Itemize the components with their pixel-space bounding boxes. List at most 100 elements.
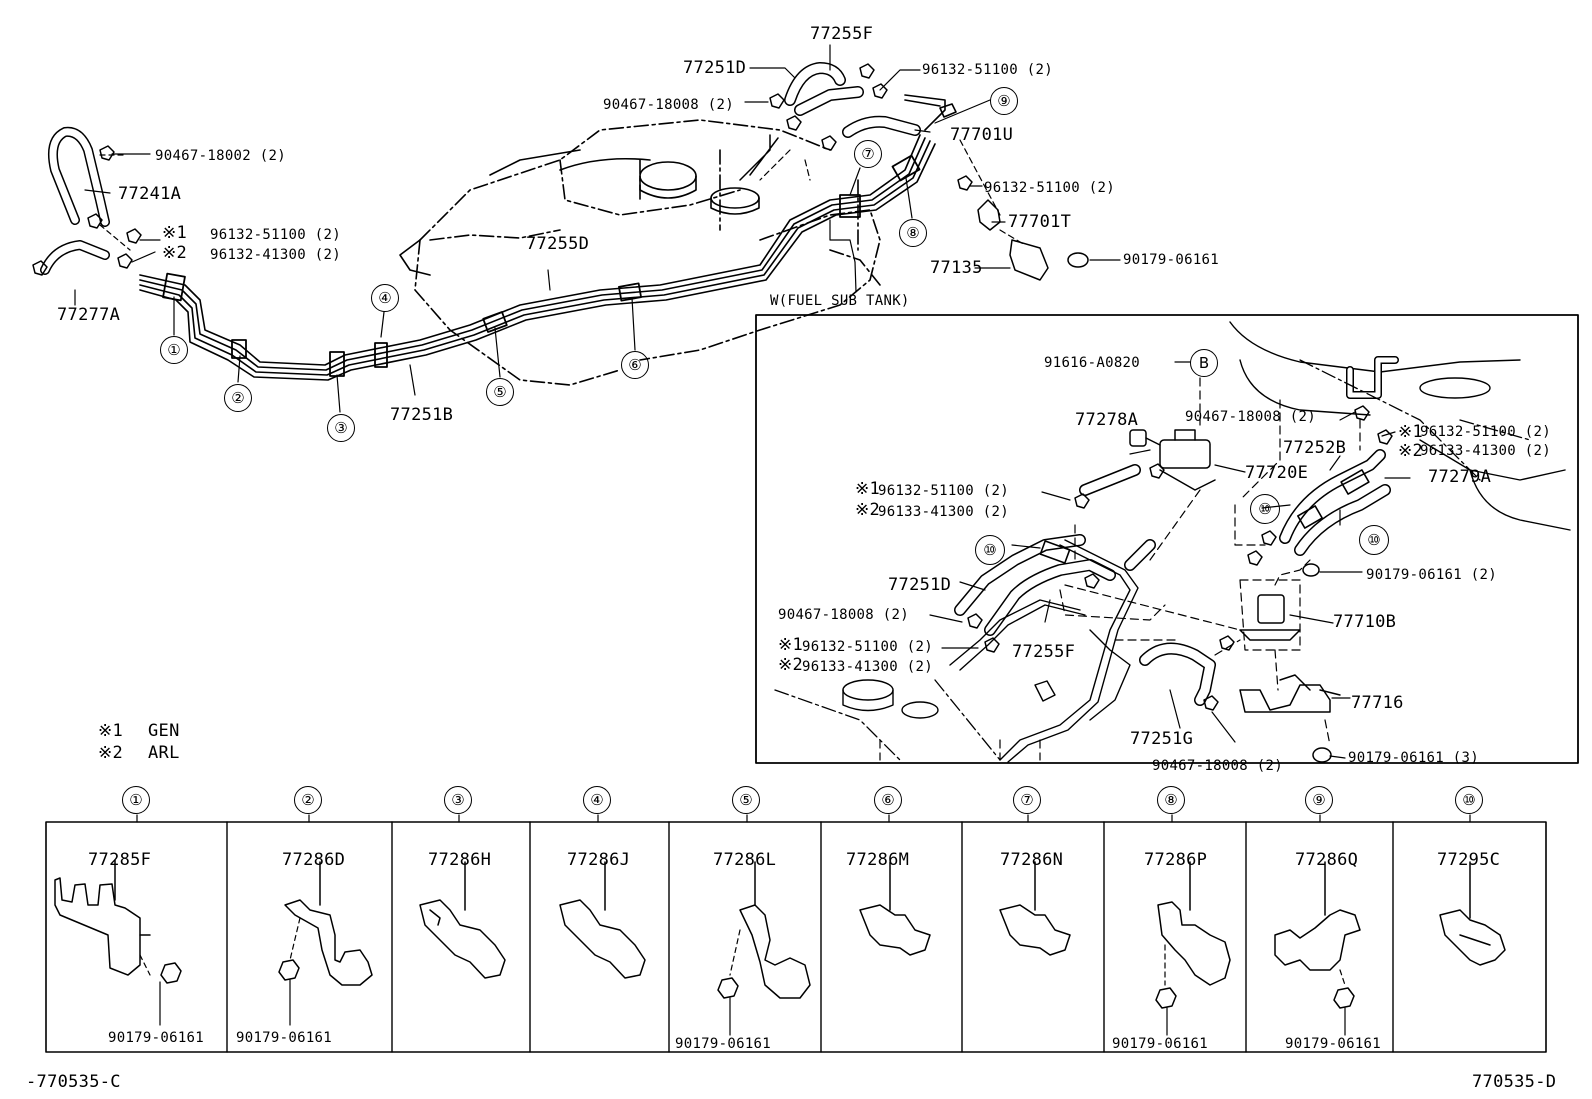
part-label-77251G: 77251G <box>1130 729 1194 749</box>
left-hoses <box>40 126 131 306</box>
main-fuel-lines <box>139 134 936 381</box>
valve-parts <box>977 199 1089 281</box>
part-label-90467-18002: 90467-18002 (2) <box>155 148 286 164</box>
panel-1-number: ① <box>122 786 150 814</box>
part-label-96133-41300-r: 96133-41300 (2) <box>1420 443 1551 459</box>
inset-tank <box>1229 321 1571 531</box>
footer-code-left: -770535-C <box>26 1072 121 1092</box>
part-label-inset-77255F: 77255F <box>1012 642 1076 662</box>
inset-mark-2-l: ※2 <box>855 500 881 520</box>
legend-mark-1-key: ※1 <box>98 721 124 741</box>
part-label-91616-A0820: 91616-A0820 <box>1044 355 1141 371</box>
part-label-77710B: 77710B <box>1333 612 1397 632</box>
part-label-96132-51100-a: 96132-51100 (2) <box>922 62 1053 78</box>
part-label-96132-51100-l: 96132-51100 (2) <box>878 483 1009 499</box>
panel-10-number: ⑩ <box>1455 786 1483 814</box>
panel-7-number: ⑦ <box>1013 786 1041 814</box>
callout-6: ⑥ <box>621 351 649 379</box>
panel-2-bolt: 90179-06161 <box>236 1030 333 1046</box>
part-label-96132-51100-r: 96132-51100 (2) <box>1420 424 1551 440</box>
legend-mark-2-key: ※2 <box>98 743 124 763</box>
callout-1: ① <box>160 336 188 364</box>
panel-6-part: 77286M <box>846 850 910 870</box>
inset-small-clips <box>967 405 1393 763</box>
inset-mark-1-l2: ※1 <box>778 635 804 655</box>
part-label-77251B: 77251B <box>390 405 454 425</box>
panel-6-number: ⑥ <box>874 786 902 814</box>
inset-tank-dashdot <box>774 359 1531 761</box>
callout-7: ⑦ <box>854 140 882 168</box>
part-label-77255F: 77255F <box>810 24 874 44</box>
panel-row-frame <box>45 821 1547 1053</box>
callout-3: ③ <box>327 414 355 442</box>
panel-7-part: 77286N <box>1000 850 1064 870</box>
callout-leaders <box>173 99 991 413</box>
part-label-96132-51100-b: 96132-51100 (2) <box>984 180 1115 196</box>
panel-3-part: 77286H <box>428 850 492 870</box>
inset-bracket-77716 <box>1239 674 1341 713</box>
legend-gen: GEN <box>148 721 180 741</box>
panel-8-part: 77286P <box>1144 850 1208 870</box>
fuel-tank-outline <box>414 119 881 386</box>
panel-2-number: ② <box>294 786 322 814</box>
part-label-90179-06161-3: 90179-06161 (3) <box>1348 750 1479 766</box>
part-label-77701U: 77701U <box>950 125 1014 145</box>
panel-1-bolt: 90179-06161 <box>108 1030 205 1046</box>
inset-valve-77720e <box>1129 429 1216 491</box>
panel-5-part: 77286L <box>713 850 777 870</box>
part-label-90179-06161-top: 90179-06161 <box>1123 252 1220 268</box>
panel-9-bolt: 90179-06161 <box>1285 1036 1382 1052</box>
part-label-77701T: 77701T <box>1008 212 1072 232</box>
inset-valve-77710b <box>1239 594 1301 641</box>
panel-8-bolt: 90179-06161 <box>1112 1036 1209 1052</box>
callout-2: ② <box>224 384 252 412</box>
part-label-77135: 77135 <box>930 258 983 278</box>
part-label-96132-51100-c: 96132-51100 (2) <box>210 227 341 243</box>
inset-mark-1-r: ※1 <box>1398 422 1424 442</box>
inset-hoses <box>954 449 1391 706</box>
panel-callout-stems <box>136 814 1471 823</box>
part-label-96133-41300-l: 96133-41300 (2) <box>878 504 1009 520</box>
part-label-90467-18008-l: 90467-18008 (2) <box>778 607 909 623</box>
small-clips <box>32 145 142 276</box>
inset-clamps <box>1039 469 1370 564</box>
main-line-clamps <box>162 154 921 377</box>
part-label-77255D: 77255D <box>526 234 590 254</box>
inset-dashed-guides <box>879 377 1361 761</box>
part-label-90467-18008-r: 90467-18008 (2) <box>1185 409 1316 425</box>
legend-arl: ARL <box>148 743 180 763</box>
part-label-77279A: 77279A <box>1428 467 1492 487</box>
part-label-77251D: 77251D <box>683 58 747 78</box>
part-label-90467-18008-b: 90467-18008 (2) <box>1152 758 1283 774</box>
part-label-77241A: 77241A <box>118 184 182 204</box>
callout-10-a: ⑩ <box>975 535 1005 565</box>
panel-1-part: 77285F <box>88 850 152 870</box>
tank-solid-lines <box>399 149 651 276</box>
legend-mark-2: ※2 <box>162 243 188 263</box>
panel-5-bolt: 90179-06161 <box>675 1036 772 1052</box>
part-label-77252B: 77252B <box>1283 438 1347 458</box>
part-label-90179-06161-2: 90179-06161 (2) <box>1366 567 1497 583</box>
fuel-sub-tank-label: W(FUEL SUB TANK) <box>770 293 910 309</box>
part-label-77277A: 77277A <box>57 305 121 325</box>
panel-clamp-sketches <box>54 859 1506 1036</box>
callout-9: ⑨ <box>990 87 1018 115</box>
top-hoses <box>739 62 957 181</box>
callout-5: ⑤ <box>486 378 514 406</box>
callout-10-c: ⑩ <box>1359 525 1389 555</box>
inset-mark-1-l: ※1 <box>855 479 881 499</box>
panel-dividers <box>226 821 1394 1053</box>
inset-leaders <box>929 361 1411 759</box>
callout-4: ④ <box>371 284 399 312</box>
top-leaders <box>744 44 1121 269</box>
footer-code-right: 770535-D <box>1472 1072 1557 1092</box>
part-label-77720E: 77720E <box>1245 463 1309 483</box>
part-label-77716: 77716 <box>1351 693 1404 713</box>
inset-pump <box>842 679 1056 719</box>
callout-8: ⑧ <box>899 219 927 247</box>
panel-4-number: ④ <box>583 786 611 814</box>
callout-10-b: ⑩ <box>1250 494 1280 524</box>
panel-3-number: ③ <box>444 786 472 814</box>
inset-mark-2-l2: ※2 <box>778 655 804 675</box>
part-label-96132-51100-l2: 96132-51100 (2) <box>802 639 933 655</box>
